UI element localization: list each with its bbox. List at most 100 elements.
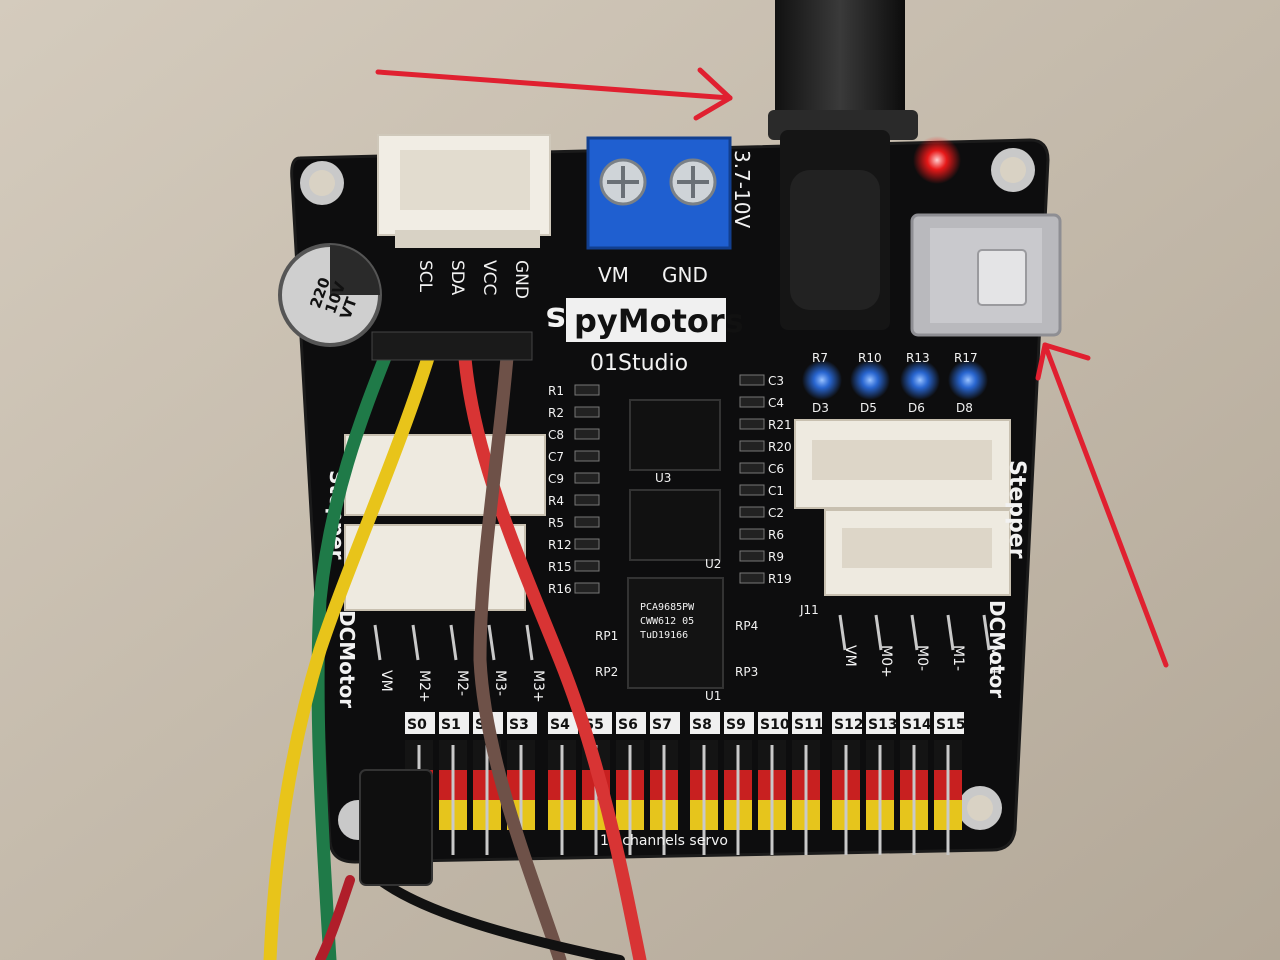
voltage-range: 3.7-10V bbox=[730, 150, 754, 228]
terminal-gnd: GND bbox=[662, 263, 708, 287]
led-red-icon bbox=[913, 136, 961, 184]
stepper-label: Stepper bbox=[1004, 460, 1029, 559]
header-pin bbox=[373, 624, 382, 661]
led-d5: D5 bbox=[860, 401, 877, 415]
connector-label: J11 bbox=[799, 603, 819, 617]
servo-label-plate bbox=[650, 712, 680, 734]
mounting-hole-icon bbox=[958, 786, 1002, 830]
chip-u1-mark-2: CWW612 05 bbox=[640, 616, 694, 627]
part-label: R20 bbox=[768, 440, 792, 454]
part-label: C2 bbox=[768, 506, 784, 520]
brand-text: pyMotors bbox=[574, 302, 744, 340]
servo-label-plate bbox=[900, 712, 930, 734]
servo-label-plate bbox=[548, 712, 578, 734]
part-label: R5 bbox=[548, 516, 564, 530]
dc-pin-label: VM bbox=[842, 645, 858, 667]
part-label: R15 bbox=[548, 560, 572, 574]
header-pin bbox=[449, 624, 458, 661]
resistor bbox=[574, 450, 600, 462]
part-label: R16 bbox=[548, 582, 572, 596]
dc-pin-label: M2- bbox=[454, 670, 470, 696]
part-label: R21 bbox=[768, 418, 792, 432]
servo-label-plate bbox=[439, 712, 469, 734]
led-r7: R7 bbox=[812, 351, 828, 365]
resistor bbox=[574, 494, 600, 506]
rp1-label: RP1 bbox=[595, 629, 618, 643]
rp3-label: RP3 bbox=[735, 665, 758, 679]
chip-u2 bbox=[629, 489, 721, 561]
chip-u1-mark-3: TuD19166 bbox=[640, 630, 688, 641]
servo-label: S0 bbox=[407, 717, 427, 733]
resistor bbox=[739, 374, 765, 386]
pin-gnd: GND bbox=[511, 260, 531, 299]
servo-label: S3 bbox=[509, 717, 529, 733]
servo-label: S7 bbox=[652, 717, 672, 733]
jumper-wires bbox=[263, 331, 647, 960]
header-pin bbox=[411, 624, 420, 661]
rp2-label: RP2 bbox=[595, 665, 618, 679]
header-pin bbox=[910, 614, 919, 651]
dc-pin-label: M0+ bbox=[878, 645, 894, 678]
led-r13: R13 bbox=[906, 351, 930, 365]
part-label: R19 bbox=[768, 572, 792, 586]
arrow-icon bbox=[375, 67, 733, 121]
arrow-icon bbox=[1035, 342, 1169, 668]
pin-sda: SDA bbox=[447, 260, 467, 296]
header-pin bbox=[838, 614, 847, 651]
resistor bbox=[574, 560, 600, 572]
header-pin bbox=[525, 624, 534, 661]
servo-label: S9 bbox=[726, 717, 746, 733]
chip-u2-label: U2 bbox=[705, 557, 721, 571]
chip-u1-label: U1 bbox=[705, 689, 721, 703]
servo-label-plate bbox=[866, 712, 896, 734]
resistor bbox=[574, 384, 600, 396]
capacitor bbox=[278, 243, 382, 347]
part-label: C7 bbox=[548, 450, 564, 464]
led-d8: D8 bbox=[956, 401, 973, 415]
part-label: R4 bbox=[548, 494, 564, 508]
servo-label: S8 bbox=[692, 717, 712, 733]
part-label: R12 bbox=[548, 538, 572, 552]
pin-scl: SCL bbox=[415, 260, 435, 293]
part-label: R2 bbox=[548, 406, 564, 420]
led-blue-icon bbox=[900, 360, 940, 400]
part-label: C9 bbox=[548, 472, 564, 486]
servo-footer: 16 channels servo bbox=[600, 833, 728, 849]
dcmotor-label-right: DCMotor bbox=[985, 600, 1009, 698]
part-label: C8 bbox=[548, 428, 564, 442]
resistor bbox=[739, 528, 765, 540]
resistor bbox=[574, 582, 600, 594]
resistor bbox=[739, 550, 765, 562]
led-blue-icon bbox=[850, 360, 890, 400]
dc-pin-label: M2+ bbox=[416, 670, 432, 703]
dc-pin-label: M1+ bbox=[986, 645, 1002, 678]
chip-u3-label: U3 bbox=[655, 471, 671, 485]
servo-label: S4 bbox=[550, 717, 570, 733]
mounting-hole-icon bbox=[991, 148, 1035, 192]
servo-label: S14 bbox=[902, 717, 932, 733]
led-r10: R10 bbox=[858, 351, 882, 365]
power-switch bbox=[910, 213, 1062, 337]
chip-u1 bbox=[627, 577, 724, 689]
brand-plate bbox=[566, 298, 726, 342]
i2c-connector bbox=[377, 134, 551, 248]
resistor bbox=[574, 406, 600, 418]
maker-label: 01Studio bbox=[590, 351, 688, 376]
led-d6: D6 bbox=[908, 401, 925, 415]
dc-pin-label: M3+ bbox=[530, 670, 546, 703]
dcmotor-label-left: DCMotor bbox=[335, 610, 359, 708]
resistor bbox=[739, 396, 765, 408]
servo-label-plate bbox=[724, 712, 754, 734]
mounting-hole-icon bbox=[300, 161, 344, 205]
servo-label: S6 bbox=[618, 717, 638, 733]
servo-label-plate bbox=[832, 712, 862, 734]
part-label: R1 bbox=[548, 384, 564, 398]
resistor bbox=[739, 506, 765, 518]
servo-label: S15 bbox=[936, 717, 966, 733]
servo-label: S10 bbox=[760, 717, 790, 733]
resistor bbox=[574, 516, 600, 528]
